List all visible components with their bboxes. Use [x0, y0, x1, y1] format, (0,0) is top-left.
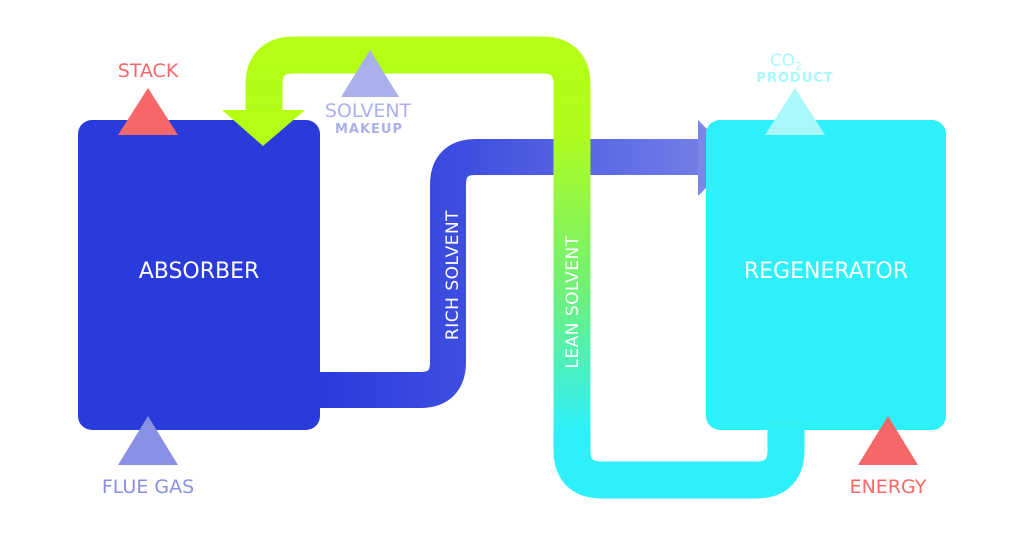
absorber-unit: [78, 120, 320, 430]
lean-solvent-pipe: [245, 36, 805, 499]
energy-triangle-icon: [858, 416, 918, 465]
stack-triangle-icon: [118, 88, 178, 135]
energy-label: ENERGY: [850, 476, 927, 498]
stack-label: STACK: [118, 60, 179, 82]
rich-solvent-pipe: [300, 139, 705, 408]
regenerator-label: REGENERATOR: [744, 259, 908, 284]
co2-subscript: 2: [795, 60, 802, 73]
co2-text: CO: [770, 51, 795, 71]
co2-label: CO2: [770, 51, 802, 73]
regenerator-unit: [706, 120, 946, 430]
absorber-label: ABSORBER: [139, 259, 260, 284]
solvent-makeup-sublabel: MAKEUP: [335, 122, 403, 137]
flue-gas-label: FLUE GAS: [102, 476, 194, 498]
product-label: PRODUCT: [756, 71, 833, 86]
lean-solvent-arrowhead-icon: [222, 110, 305, 146]
solvent-makeup-triangle-icon: [341, 50, 399, 97]
co2-product-triangle-icon: [765, 88, 825, 135]
solvent-makeup-label: SOLVENT: [325, 100, 412, 122]
rich-solvent-label: RICH SOLVENT: [443, 210, 463, 340]
flue-gas-triangle-icon: [118, 416, 178, 465]
lean-solvent-label: LEAN SOLVENT: [563, 235, 583, 368]
